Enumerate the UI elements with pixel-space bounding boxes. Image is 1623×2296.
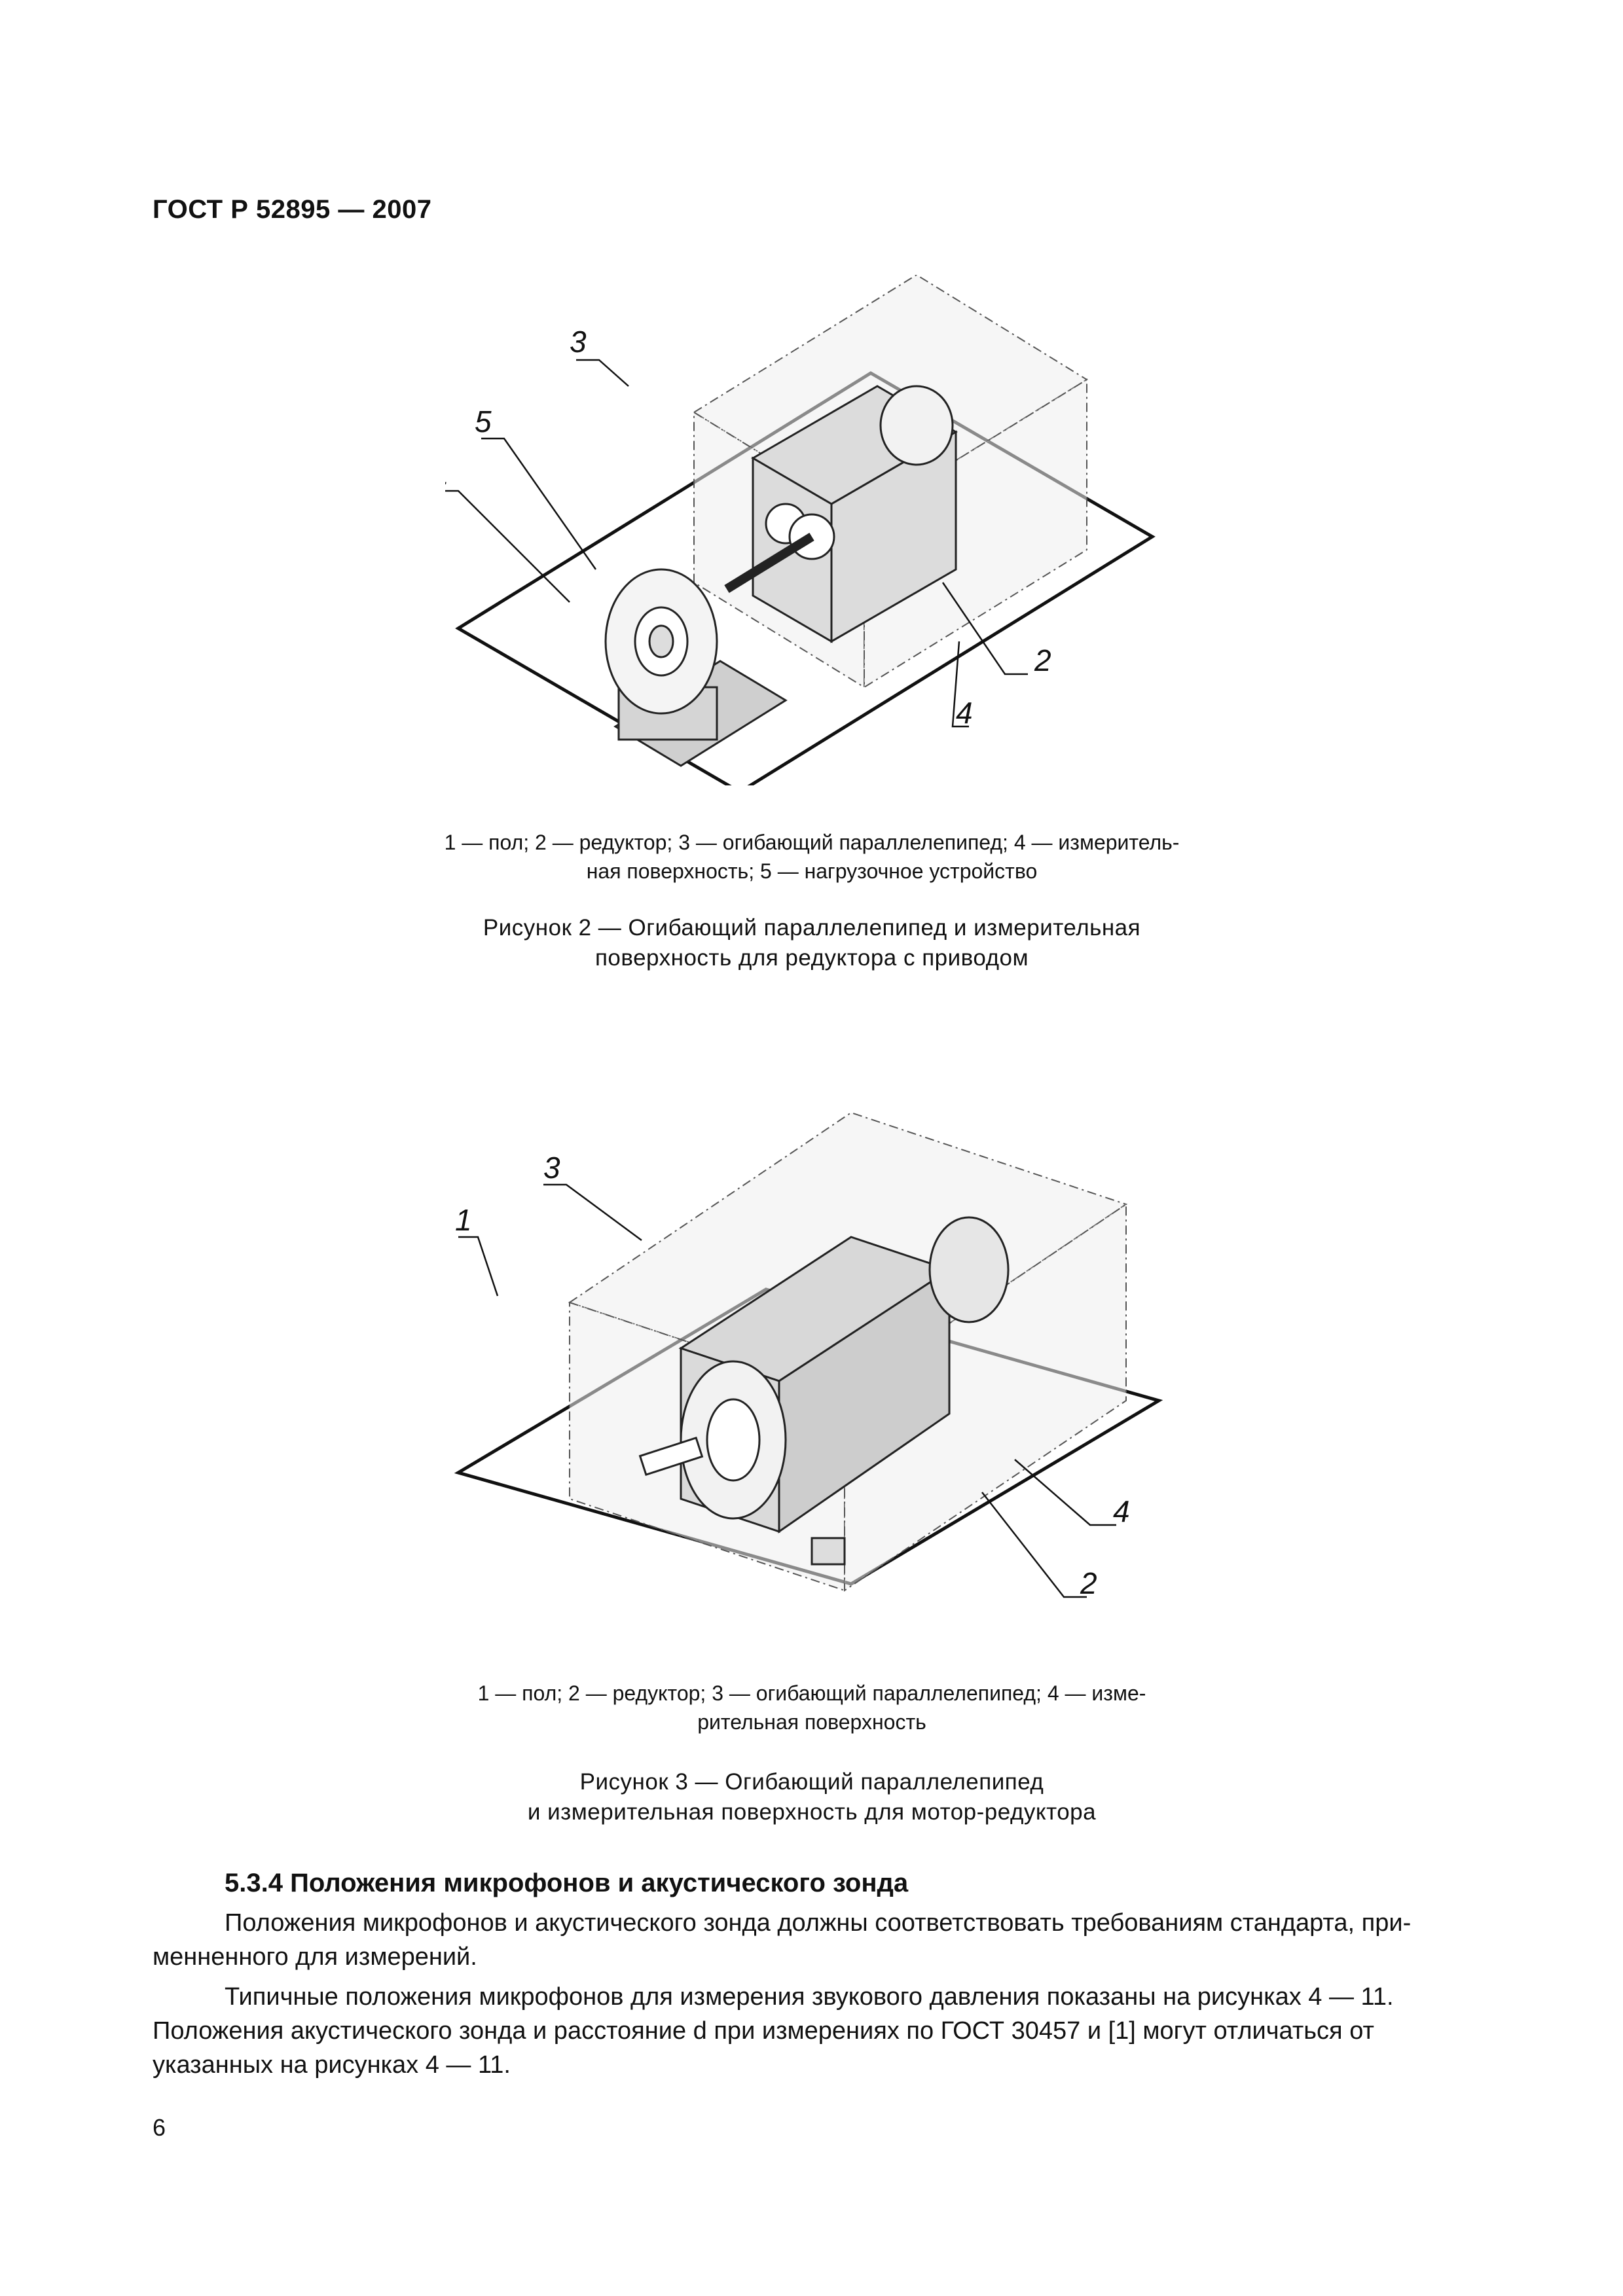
figure-2-legend: 1 — пол; 2 — редуктор; 3 — огибающий пар…	[444, 831, 1180, 883]
figure-3-label-1: 1	[455, 1203, 472, 1237]
figure-3-label-4: 4	[1113, 1494, 1130, 1528]
paragraph-2: Типичные положения микрофонов для измере…	[153, 1983, 1394, 2079]
figure-3-drawing: 1 3 4 2	[445, 1073, 1178, 1662]
figure-2-drawing: 1 5 3 2 4	[445, 275, 1178, 785]
document-header: ГОСТ Р 52895 — 2007	[153, 195, 432, 224]
figure-2-label-1: 1	[445, 457, 449, 491]
figure-3-label-2: 2	[1080, 1566, 1097, 1600]
page-number: 6	[153, 2114, 166, 2141]
section-title: 5.3.4 Положения микрофонов и акустическо…	[225, 1869, 909, 1897]
figure-2-label-5: 5	[475, 404, 492, 439]
paragraph-1: Положения микрофонов и акустического зон…	[153, 1909, 1412, 1971]
figure-2-label-2: 2	[1034, 643, 1051, 677]
figure-3-label-3: 3	[543, 1151, 560, 1185]
figure-2-caption: Рисунок 2 — Огибающий параллелепипед и и…	[483, 915, 1141, 971]
figure-3-caption: Рисунок 3 — Огибающий параллелепипед и и…	[527, 1769, 1097, 1825]
figure-3-legend: 1 — пол; 2 — редуктор; 3 — огибающий пар…	[477, 1681, 1146, 1734]
figure-2-label-4: 4	[956, 696, 973, 730]
figure-2-label-3: 3	[570, 325, 587, 359]
